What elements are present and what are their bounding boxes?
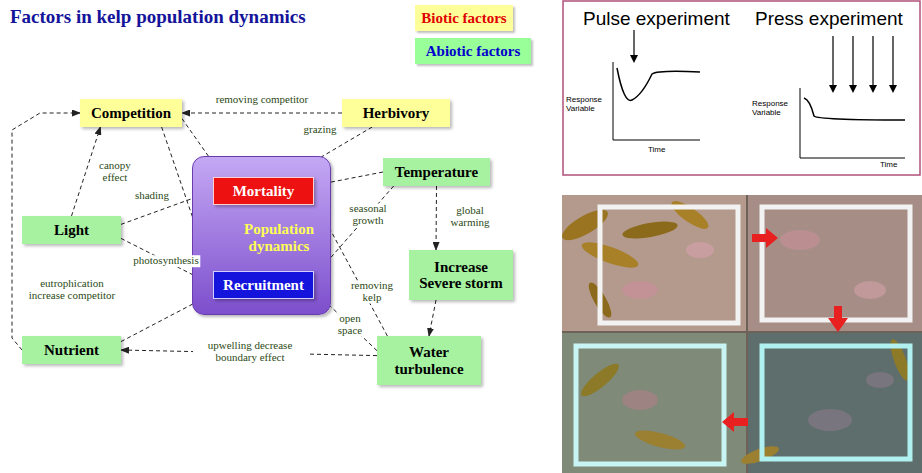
press-graph xyxy=(804,98,905,120)
quadrat-photo xyxy=(762,207,910,320)
node-label: Increase Severe storm xyxy=(414,259,508,292)
edge-label: seasonal growth xyxy=(343,203,393,226)
edge-label: removing competitor xyxy=(214,94,311,106)
pulse-graph xyxy=(613,62,700,140)
quadrat-photo xyxy=(748,195,922,331)
quadrat-photo xyxy=(600,207,738,323)
factor-box: Competition xyxy=(80,99,182,127)
node-label: Competition xyxy=(91,105,171,122)
legend-label: Abiotic factors xyxy=(426,43,521,60)
quadrat-photo xyxy=(854,281,886,299)
quadrat-photo xyxy=(558,195,922,473)
quadrat-photo xyxy=(622,281,658,299)
factor-box: Temperature xyxy=(383,158,490,186)
quadrat-photo xyxy=(668,197,712,234)
quadrat-photo xyxy=(780,230,820,250)
quadrat-photo xyxy=(722,412,748,432)
panel-heading: Pulse experiment xyxy=(583,9,730,30)
factor-box: Light xyxy=(22,216,121,244)
node-label: Nutrient xyxy=(44,342,99,359)
node-label: Temperature xyxy=(395,164,478,181)
quadrat-photo xyxy=(752,228,778,248)
legend-swatch: Abiotic factors xyxy=(415,38,531,64)
quadrat-photo xyxy=(576,346,724,464)
factor-box: Mortality xyxy=(213,177,314,205)
factor-box: Increase Severe storm xyxy=(409,250,513,300)
node-label: Population dynamics xyxy=(231,221,327,254)
quadrat-photo xyxy=(762,346,910,459)
press-graph xyxy=(800,36,905,158)
quadrat-photo xyxy=(808,409,852,431)
legend-label: Biotic factors xyxy=(421,10,506,27)
press-graph xyxy=(833,36,893,86)
axis-label: Time xyxy=(880,161,897,170)
press-graph xyxy=(869,85,877,93)
edge-label: eutrophication increase competitor xyxy=(25,278,119,301)
edge-label: shading xyxy=(133,190,171,202)
edge-label: photosynthesis xyxy=(131,255,200,267)
axis-label: Time xyxy=(648,146,665,155)
node-label: Water turbulence xyxy=(382,344,476,377)
axis-label: Response Variable xyxy=(566,96,610,114)
pulse-graph xyxy=(630,55,638,63)
press-graph xyxy=(889,85,897,93)
node-label: Light xyxy=(54,222,89,239)
quadrat-photo xyxy=(621,218,679,242)
quadrat-photo xyxy=(577,359,623,401)
quadrat-photo xyxy=(866,372,894,388)
pulse-graph xyxy=(617,68,700,100)
press-graph xyxy=(849,85,857,93)
node-label: Mortality xyxy=(233,183,295,200)
pulse-graph xyxy=(633,30,634,56)
group-box: Population dynamics MortalityRecruitment xyxy=(192,156,331,315)
quadrat-photo xyxy=(828,306,848,332)
connector xyxy=(429,300,436,336)
node-label: Herbivory xyxy=(363,105,430,122)
edge-label: grazing xyxy=(302,124,339,136)
edge-label: removing kelp xyxy=(348,280,396,303)
diagram-title: Factors in kelp population dynamics xyxy=(10,6,306,28)
axis-label: Response Variable xyxy=(752,100,796,118)
connector xyxy=(182,113,342,114)
quadrat-photo xyxy=(633,427,687,454)
quadrat-photo xyxy=(562,195,922,473)
press-graph xyxy=(829,85,837,93)
factor-box: Nutrient xyxy=(22,336,121,364)
edge-label: global warming xyxy=(445,205,495,228)
pulse-graph xyxy=(613,30,700,140)
quadrat-photo xyxy=(558,204,612,246)
quadrat-photo xyxy=(622,390,658,410)
quadrat-photo xyxy=(562,333,746,473)
experiment-panel xyxy=(563,1,920,175)
legend-swatch: Biotic factors xyxy=(415,5,513,31)
quadrat-photo xyxy=(686,242,714,258)
factor-box: Herbivory xyxy=(342,99,450,127)
experiment-panel xyxy=(563,1,920,175)
node-label: Recruitment xyxy=(223,277,304,294)
edge-label: upwelling decrease boundary effect xyxy=(193,340,307,363)
press-graph xyxy=(800,88,905,158)
edge-label: open space xyxy=(331,313,369,336)
connector xyxy=(436,186,438,250)
panel-heading: Press experiment xyxy=(755,9,903,30)
factor-box: Water turbulence xyxy=(377,336,481,385)
edge-label: canopy effect xyxy=(93,160,137,183)
quadrat-photo xyxy=(579,237,641,273)
factor-box: Recruitment xyxy=(213,271,314,299)
